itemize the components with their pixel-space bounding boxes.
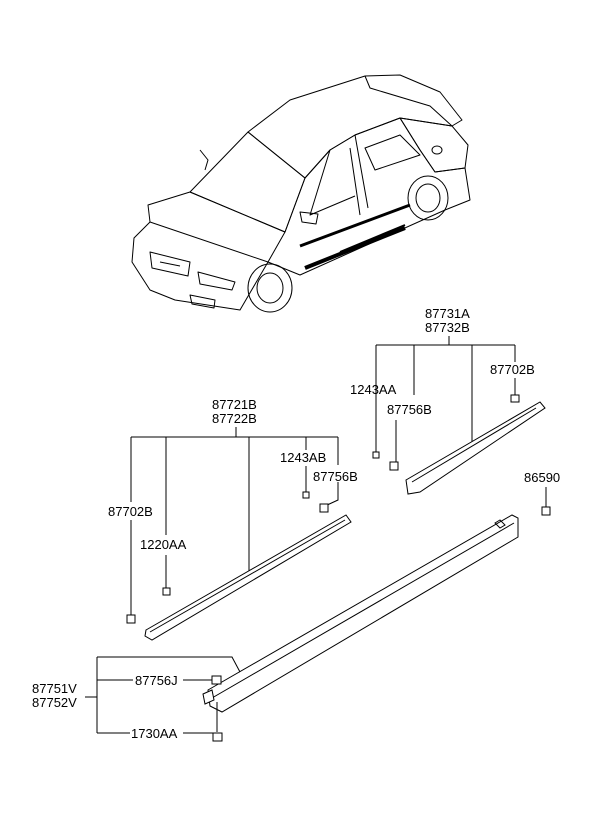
side-sill-moulding — [207, 514, 519, 713]
side-sill-moulding-group: 86590 87751V 87752V 87756J 1730AA — [32, 470, 560, 742]
front-door-moulding — [405, 401, 546, 495]
front-door-moulding-group: 87731A 87732B 1243AA 87702B 87756B — [350, 306, 546, 495]
sedan-illustration — [131, 74, 471, 313]
part-number-87732b: 87732B — [425, 320, 470, 335]
clip-87756b-left-icon — [319, 503, 329, 513]
part-number-86590: 86590 — [524, 470, 560, 485]
part-number-87752v: 87752V — [32, 695, 77, 710]
part-number-87751v: 87751V — [32, 681, 77, 696]
clip-1243ab-icon — [302, 491, 310, 499]
part-number-1243aa: 1243AA — [350, 382, 397, 397]
clip-1243aa-icon — [372, 451, 380, 459]
part-number-1730aa: 1730AA — [131, 726, 178, 741]
clip-87756b-right-icon — [389, 461, 399, 471]
clip-1730aa-icon — [212, 732, 223, 742]
part-number-1220aa: 1220AA — [140, 537, 187, 552]
rear-door-moulding-group: 87721B 87722B 1243AB 87756B 87702B 1220A… — [108, 397, 358, 641]
clip-86590-icon — [541, 506, 551, 516]
clip-1220aa-icon — [162, 587, 171, 596]
part-number-87722b: 87722B — [212, 411, 257, 426]
part-number-87721b: 87721B — [212, 397, 257, 412]
part-number-1243ab: 1243AB — [280, 450, 326, 465]
part-number-87702b-right: 87702B — [490, 362, 535, 377]
sill-end-bracket — [202, 689, 215, 705]
part-number-87756b-right: 87756B — [387, 402, 432, 417]
part-number-87756j: 87756J — [135, 673, 178, 688]
part-number-87702b-left: 87702B — [108, 504, 153, 519]
clip-87702b-right-icon — [510, 394, 520, 403]
clip-87756j-icon — [211, 675, 222, 685]
part-number-87756b-left: 87756B — [313, 469, 358, 484]
clip-87702b-left-icon — [126, 614, 136, 624]
part-number-87731a: 87731A — [425, 306, 470, 321]
